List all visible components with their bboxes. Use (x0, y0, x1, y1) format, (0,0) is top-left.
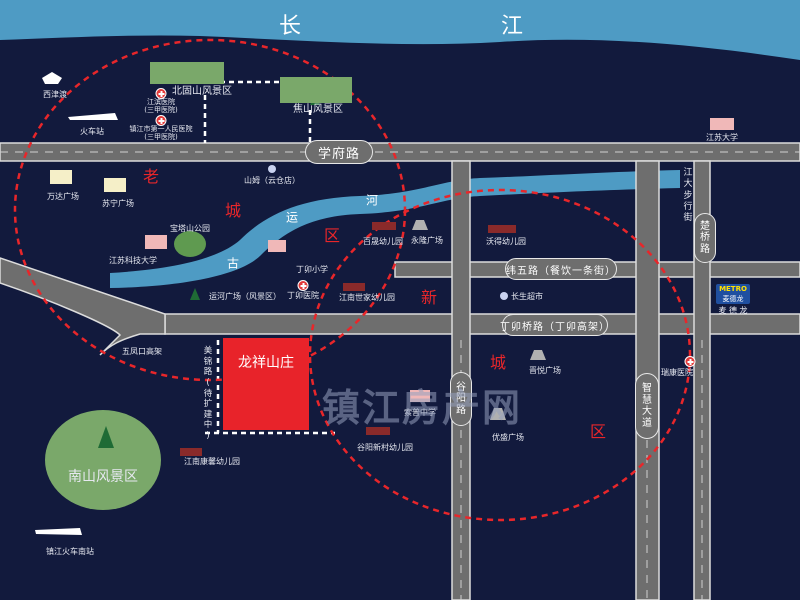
jiaoshan-label: 焦山风景区 (293, 104, 343, 115)
yangtze-river (0, 0, 800, 60)
wanda-label: 万达广场 (47, 192, 79, 201)
train-station-label: 火车站 (80, 127, 104, 136)
supermarket-icon (268, 165, 276, 173)
suning-label: 苏宁广场 (102, 199, 134, 208)
nanshan-label: 南山风景区 (68, 469, 138, 485)
jiangnan-kangxin-kg-label: 江南康馨幼儿园 (184, 457, 240, 466)
old-city-char-3: 区 (323, 226, 341, 245)
baotashan-park (174, 231, 206, 257)
dingmao-road-label: 丁卯桥路（丁卯高架） (500, 314, 609, 336)
canal-char-1: 古 (226, 256, 240, 271)
canal-char-2: 运 (285, 210, 299, 225)
dingmao-primary-label: 丁卯小学 (296, 265, 328, 274)
grand-canal (110, 170, 680, 288)
chuqiao-road-label: 楚桥路 (694, 213, 716, 263)
nanshan-park (45, 410, 161, 510)
watermark: 镇江房产网 (322, 386, 523, 430)
canal-char-3: 河 (365, 193, 379, 208)
new-city-circle (308, 188, 692, 522)
metro-label: 麦 德 龙 (718, 306, 748, 315)
jiangnan-shijia-kg-label: 江南世家幼儿园 (339, 293, 395, 302)
new-city-char-1: 新 (420, 288, 438, 307)
old-city-char-1: 老 (142, 167, 160, 186)
hospital-icon (297, 280, 309, 291)
hospital-first-peoples: 镇江市第一人民医院(三甲医院) (129, 125, 193, 142)
changsheng-label: 长生超市 (511, 292, 543, 301)
yousheng-label: 优盛广场 (492, 433, 524, 442)
hospital-ruikang: 瑞康医院 (661, 368, 693, 377)
xuefu-road (0, 142, 800, 162)
jiaoshan-park (280, 77, 352, 103)
jiangsu-kj-label: 江苏科技大学 (109, 256, 157, 265)
wode-kg-label: 沃得幼儿园 (486, 237, 526, 246)
new-city-char-2: 城 (489, 353, 507, 372)
jinyue-label: 晋悦广场 (529, 366, 561, 375)
guyang-road-label: 谷阳路 (450, 372, 472, 426)
xijindu-label: 西津渡 (43, 90, 67, 99)
zhihui-road-label: 智慧大道 (635, 373, 659, 439)
old-city-circle (13, 38, 407, 382)
hospital-dingmao: 丁卯医院 (287, 291, 319, 300)
yangtze-char-2: 江 (500, 14, 524, 39)
chuqiao-road (693, 160, 711, 600)
beigushan-park (150, 62, 224, 84)
beigushan-label: 北固山风景区 (172, 86, 232, 97)
supermarket-icon (500, 292, 508, 300)
hospital-jiangbin: 江滨医院(三甲医院) (144, 98, 178, 115)
suopu-middle-label: 索普中学 (404, 408, 436, 417)
yunhe-plaza-label: 运河广场（风景区） (209, 292, 281, 301)
wufengkou-elevated (0, 257, 166, 356)
baisheng-kg-label: 百晟幼儿园 (363, 237, 403, 246)
hospital-icon (155, 115, 167, 126)
jiangda-street-label: 江大步行街 (683, 168, 693, 223)
project-name: 龙祥山庄 (238, 355, 294, 371)
metro-logo: METRO 麦德龙 (716, 284, 750, 304)
project-site: 龙祥山庄 (223, 338, 309, 430)
south-station-label: 镇江火车南站 (46, 547, 94, 556)
shanmu-label: 山姆（云仓店） (244, 176, 300, 185)
meijin-road-label: 美锦路(待扩建中) (203, 346, 213, 441)
old-city-char-2: 城 (224, 201, 242, 220)
xuefu-road-label: 学府路 (305, 140, 373, 164)
jiangsu-univ-label: 江苏大学 (706, 133, 738, 142)
new-city-char-3: 区 (589, 422, 607, 441)
yangtze-char-1: 长 (278, 14, 302, 39)
baotashan-label: 宝塔山公园 (170, 224, 210, 233)
yonglong-label: 永隆广场 (411, 236, 443, 245)
hospital-icon (155, 88, 167, 99)
guyang-kg-label: 谷阳新村幼儿园 (357, 443, 413, 452)
weiwu-road-label: 纬五路（餐饮一条街） (505, 258, 617, 280)
hospital-icon (684, 356, 696, 367)
wufengkou-label: 五凤口高架 (122, 347, 162, 356)
